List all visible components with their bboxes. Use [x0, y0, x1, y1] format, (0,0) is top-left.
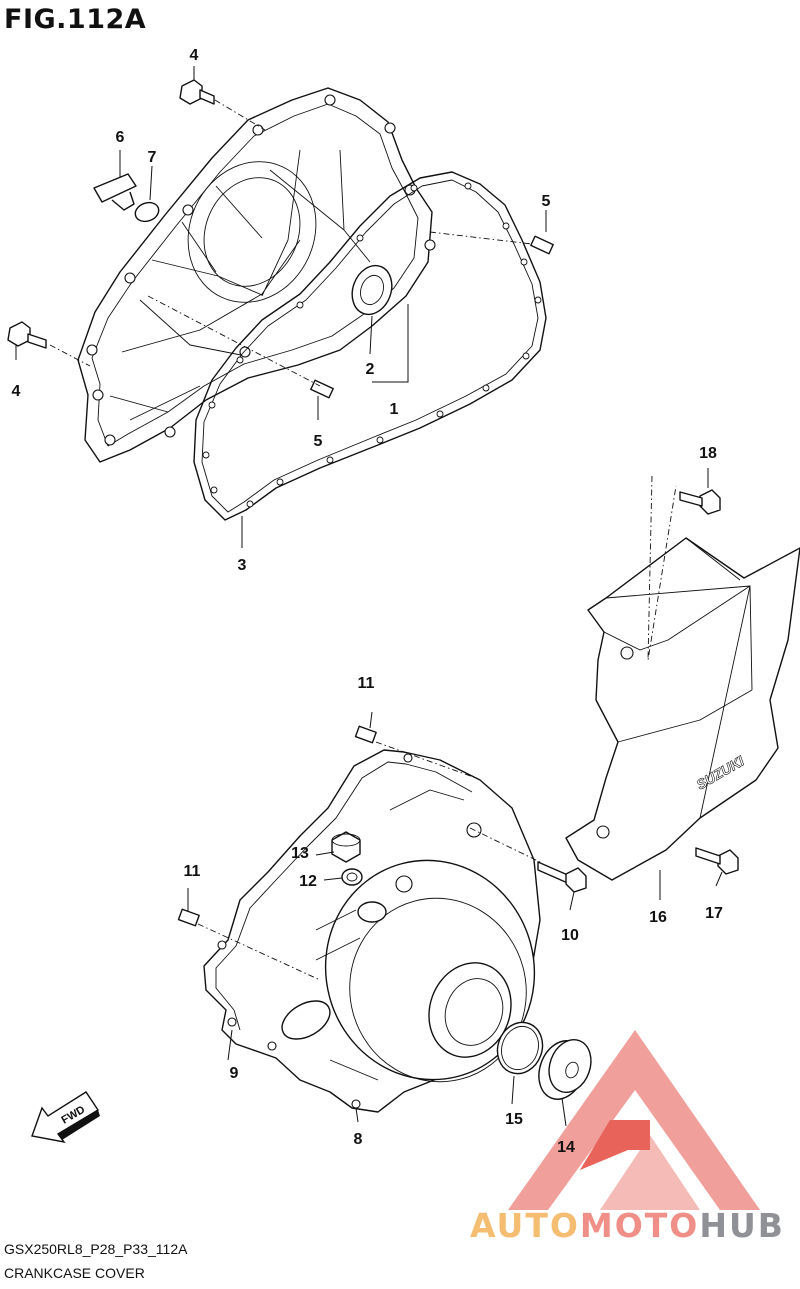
dowel-pin-11-lower [177, 908, 200, 927]
cap-14 [538, 1039, 592, 1100]
callout-7: 7 [148, 149, 157, 166]
callout-12: 12 [299, 873, 317, 890]
bolt-4-left [7, 321, 47, 349]
callout-15: 15 [505, 1111, 523, 1128]
inner-crankcase-cover [77, 87, 436, 463]
callout-4-left: 4 [12, 383, 21, 400]
sprocket-cover [565, 537, 800, 881]
watermark-logo [508, 1030, 760, 1210]
watermark-hub: HUB [699, 1206, 785, 1245]
o-ring-7 [134, 201, 160, 223]
callout-10: 10 [561, 927, 579, 944]
callout-labels: 1 2 3 4 4 5 5 6 7 8 9 10 11 11 12 13 14 … [12, 47, 723, 1156]
dowel-pin-5-right [530, 235, 554, 255]
bolt-18 [679, 489, 721, 515]
callout-1: 1 [390, 401, 399, 418]
callout-3: 3 [238, 557, 247, 574]
callout-11-lower: 11 [184, 863, 201, 880]
callout-9: 9 [230, 1065, 239, 1082]
bolt-4-upper [179, 79, 215, 105]
plug-13 [331, 831, 361, 863]
diagram-name: CRANKCASE COVER [4, 1265, 145, 1281]
figure-title: FIG.112A [4, 4, 147, 35]
callout-18: 18 [699, 445, 717, 462]
dowel-pin-11-upper [354, 725, 377, 744]
watermark-auto: AUTO [470, 1206, 580, 1245]
bolt-17 [695, 847, 739, 875]
callout-17: 17 [705, 905, 723, 922]
forward-arrow-icon: FWD [31, 1091, 100, 1144]
callout-6: 6 [116, 129, 125, 146]
callout-14: 14 [557, 1139, 575, 1156]
callout-11-upper: 11 [358, 675, 375, 692]
bolt-10 [537, 861, 587, 893]
watermark-moto: MOTO [579, 1206, 700, 1245]
gasket-12 [341, 868, 363, 886]
o-ring-15 [496, 1021, 544, 1075]
diagram-code: GSX250RL8_P28_P33_112A [4, 1241, 188, 1257]
oil-filler-cap [93, 173, 137, 211]
callout-13: 13 [291, 845, 309, 862]
watermark-text: AUTOMOTOHUB [470, 1206, 785, 1245]
callout-4-upper: 4 [190, 47, 199, 64]
callout-5-center: 5 [314, 433, 323, 450]
crankcase-cover-8 [203, 749, 541, 1113]
cover-gasket [193, 171, 547, 521]
callout-5-right: 5 [542, 193, 551, 210]
dowel-pin-5-center [310, 379, 334, 399]
callout-8: 8 [354, 1131, 363, 1148]
callout-16: 16 [649, 909, 667, 926]
callout-2: 2 [366, 361, 375, 378]
